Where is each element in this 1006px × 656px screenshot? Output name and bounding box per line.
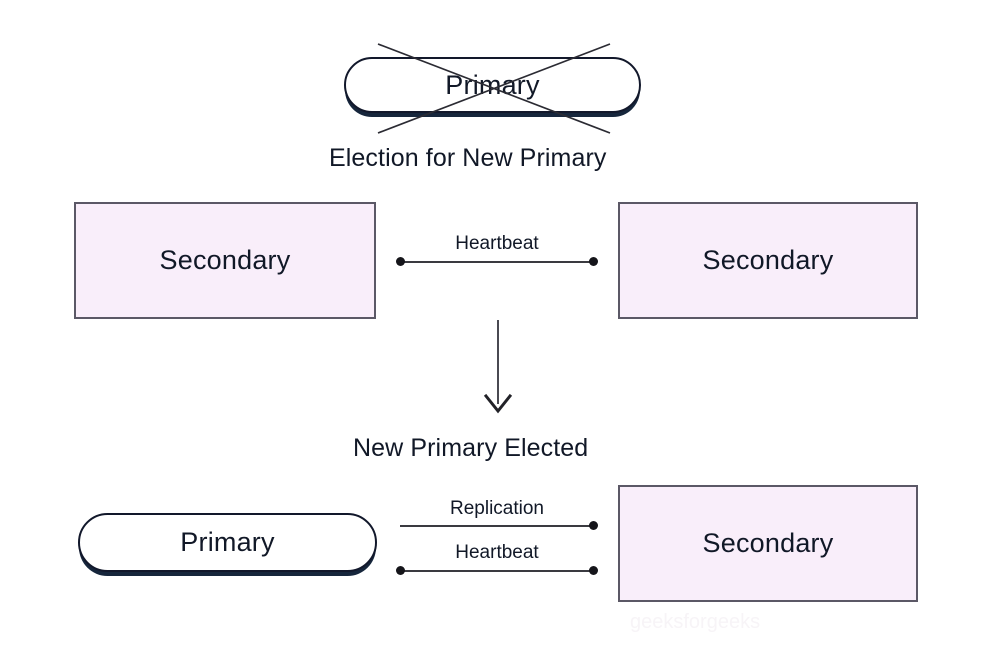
node-secondary-bottom[interactable]: Secondary	[618, 485, 918, 602]
node-secondary-left-label: Secondary	[159, 245, 291, 275]
connector-line-heartbeat-bottom	[400, 570, 594, 572]
caption-new-primary-elected: New Primary Elected	[353, 434, 589, 462]
down-arrow-icon	[483, 320, 513, 414]
caption-election-for-new-primary: Election for New Primary	[329, 144, 607, 172]
connector-label-replication: Replication	[450, 498, 544, 519]
endpoint-dot-icon	[589, 521, 598, 530]
connector-label-heartbeat-bottom: Heartbeat	[455, 542, 539, 563]
node-new-primary[interactable]: Primary	[78, 513, 377, 572]
node-secondary-left[interactable]: Secondary	[74, 202, 376, 319]
watermark-text: geeksforgeeks	[630, 611, 761, 633]
node-new-primary-label: Primary	[180, 527, 275, 557]
connector-line-heartbeat-top	[400, 261, 594, 263]
connector-label-heartbeat-top: Heartbeat	[455, 233, 539, 254]
connector-line-replication	[400, 525, 594, 527]
cross-out-icon	[377, 43, 611, 134]
endpoint-dot-icon	[396, 257, 405, 266]
node-secondary-right-label: Secondary	[702, 245, 834, 275]
node-secondary-bottom-label: Secondary	[702, 528, 834, 558]
endpoint-dot-icon	[589, 257, 598, 266]
node-secondary-right[interactable]: Secondary	[618, 202, 918, 319]
endpoint-dot-icon	[396, 566, 405, 575]
endpoint-dot-icon	[589, 566, 598, 575]
